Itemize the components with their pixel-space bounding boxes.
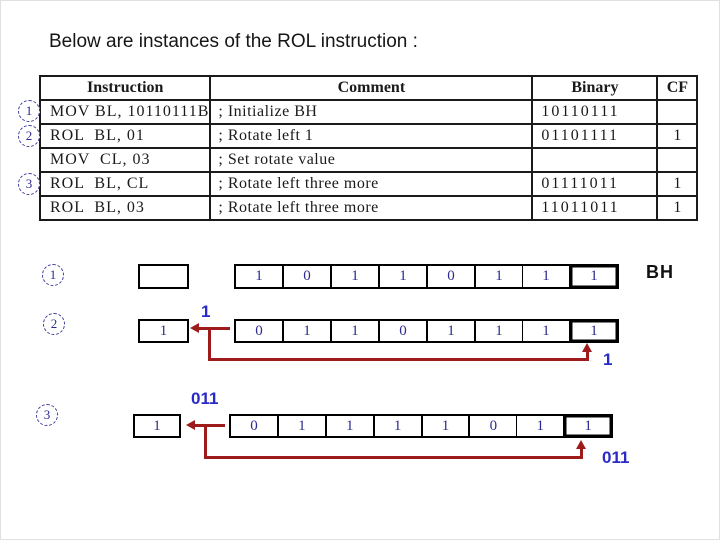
rotate-path-segment	[204, 424, 207, 459]
bit-cell: 0	[255, 322, 263, 339]
instruction-table: Instruction Comment Binary CF MOV BL, 10…	[38, 75, 699, 221]
carry-flag-box: 1	[133, 414, 181, 438]
register-name-label: BH	[646, 262, 674, 282]
cell-binary: 10110111	[531, 99, 659, 125]
bit-cell: 0	[378, 321, 426, 341]
cell-binary: 11011011	[531, 195, 659, 221]
bit-cell: 1	[522, 266, 569, 287]
rotated-in-bits-label: 011	[602, 448, 630, 467]
cell-comment: ; Rotate left three more	[209, 195, 534, 221]
bit-cell: 0	[468, 416, 516, 436]
bit-cell: 1	[474, 321, 522, 341]
cell-cf: 1	[656, 195, 699, 221]
bit-cell: 1	[255, 268, 263, 284]
bit-cell: 1	[372, 416, 421, 436]
register-bh-state-2: 0 1 1 0 1 1 1 1	[234, 319, 619, 343]
cell-cf	[656, 99, 699, 125]
rotate-path-segment	[208, 358, 589, 361]
rotate-path-segment	[195, 424, 225, 427]
wrap-arrow-up-icon	[576, 440, 586, 449]
rotate-path-segment	[208, 327, 211, 361]
cell-comment: ; Rotate left three more	[209, 171, 534, 197]
diagram-step-marker-3: 3	[36, 404, 58, 426]
cell-comment: ; Rotate left 1	[209, 123, 534, 149]
rotated-in-bit-label: 1	[603, 350, 613, 369]
carry-arrow-left-icon	[186, 420, 195, 430]
cell-cf: 1	[656, 171, 699, 197]
bit-cell: 1	[330, 321, 378, 341]
cell-instruction: MOV CL, 03	[38, 147, 212, 173]
table-row: MOV CL, 03 ; Set rotate value	[38, 147, 699, 173]
bit-cell: 1	[522, 321, 569, 341]
bit-cell: 1	[420, 416, 469, 436]
cell-binary	[531, 147, 659, 173]
bit-cell: 1	[330, 266, 378, 287]
table-row: ROL BL, 01 ; Rotate left 1 01101111 1	[38, 123, 699, 149]
bit-cell: 0	[282, 266, 330, 287]
rotate-path-segment	[580, 448, 583, 459]
bit-cell: 1	[569, 266, 617, 287]
bit-cell: 1	[276, 416, 325, 436]
cell-comment: ; Initialize BH	[209, 99, 534, 125]
diagram-step-marker-2: 2	[43, 313, 65, 335]
table-step-marker-3: 3	[18, 173, 40, 195]
carry-flag-box	[138, 264, 189, 289]
cell-binary: 01111011	[531, 171, 659, 197]
cell-binary: 01101111	[531, 123, 659, 149]
table-step-marker-1: 1	[18, 100, 40, 122]
table-header-row: Instruction Comment Binary CF	[38, 75, 699, 101]
bit-cell: 1	[563, 416, 611, 436]
register-bh-state-1: 1 0 1 1 0 1 1 1	[234, 264, 619, 289]
rotate-path-segment	[204, 456, 583, 459]
carry-flag-box: 1	[138, 319, 189, 343]
rotated-out-bits-label: 011	[191, 389, 219, 408]
carry-arrow-left-icon	[190, 323, 199, 333]
bit-cell: 1	[516, 416, 563, 436]
rotate-path-segment	[199, 327, 230, 330]
bit-cell: 1	[569, 321, 617, 341]
bit-cell: 0	[426, 266, 474, 287]
col-header-comment: Comment	[209, 75, 534, 101]
diagram-step-marker-1: 1	[42, 264, 64, 286]
table-row: ROL BL, CL ; Rotate left three more 0111…	[38, 171, 699, 197]
cell-cf: 1	[656, 123, 699, 149]
cell-instruction: MOV BL, 10110111B	[38, 99, 212, 125]
rotate-path-segment	[586, 351, 589, 361]
table-row: MOV BL, 10110111B ; Initialize BH 101101…	[38, 99, 699, 125]
rotated-out-bit-label: 1	[201, 302, 211, 321]
table-step-marker-2: 2	[18, 125, 40, 147]
col-header-binary: Binary	[531, 75, 659, 101]
cell-instruction: ROL BL, 03	[38, 195, 212, 221]
bit-cell: 1	[474, 266, 522, 287]
cell-comment: ; Set rotate value	[209, 147, 534, 173]
wrap-arrow-up-icon	[582, 343, 592, 352]
slide-title: Below are instances of the ROL instructi…	[49, 31, 418, 52]
bit-cell: 1	[378, 266, 426, 287]
table-row: ROL BL, 03 ; Rotate left three more 1101…	[38, 195, 699, 221]
bit-cell: 1	[324, 416, 373, 436]
col-header-instruction: Instruction	[38, 75, 212, 101]
col-header-cf: CF	[656, 75, 699, 101]
bit-cell: 0	[250, 417, 258, 434]
bit-cell: 1	[282, 321, 330, 341]
bit-cell: 1	[426, 321, 474, 341]
cell-instruction: ROL BL, 01	[38, 123, 212, 149]
cell-instruction: ROL BL, CL	[38, 171, 212, 197]
cell-cf	[656, 147, 699, 173]
register-bh-state-3: 0 1 1 1 1 0 1 1	[229, 414, 613, 438]
